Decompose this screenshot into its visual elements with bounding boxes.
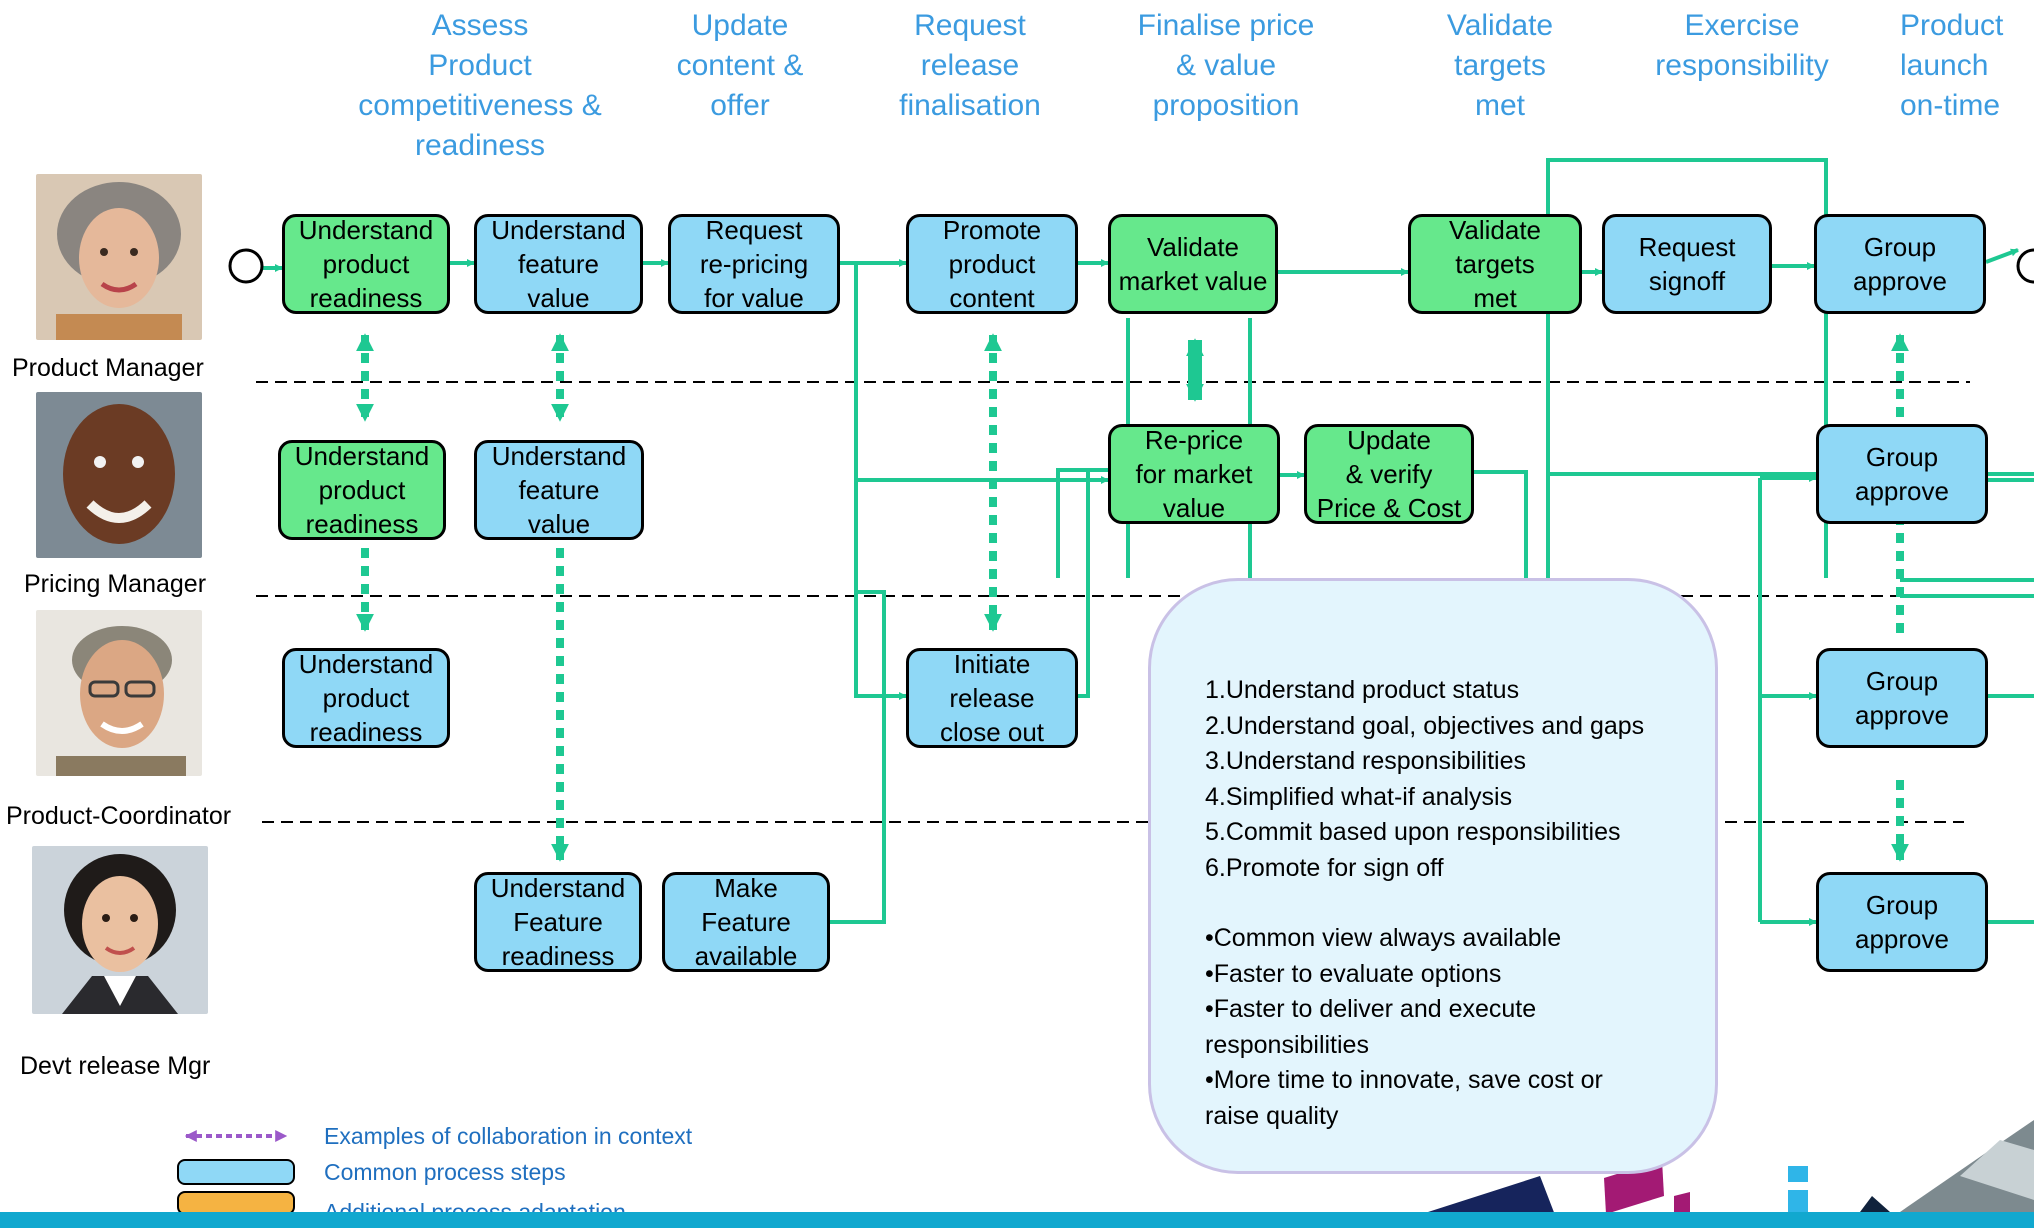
- step-pr-understand-product-readiness[interactable]: Understand product readiness: [278, 440, 446, 540]
- callout-bullet: •Common view always available: [1205, 924, 1562, 952]
- step-label: Understand product readiness: [298, 649, 434, 747]
- product-coordinator-avatar: [36, 610, 202, 776]
- lane-dividers: [256, 381, 1970, 823]
- step-dr-make-feature-available[interactable]: Make Feature available: [662, 872, 830, 972]
- step-pm-understand-product-readiness[interactable]: Understand product readiness: [282, 214, 450, 314]
- callout-item: 2.Understand goal, objectives and gaps: [1205, 711, 1645, 740]
- legend-adaptation-swatch: [177, 1191, 295, 1215]
- product-manager-avatar: [36, 174, 202, 340]
- phase-product-launch: Product launch on-time: [1900, 9, 2004, 122]
- legend-common-swatch: [177, 1159, 295, 1185]
- step-pm-request-repricing[interactable]: Request re-pricing for value: [668, 214, 840, 314]
- pricing-manager-avatar: [36, 392, 202, 558]
- step-label: Understand feature value: [491, 215, 626, 313]
- step-pm-understand-feature-value[interactable]: Understand feature value: [474, 214, 643, 314]
- callout-item: 6.Promote for sign off: [1205, 853, 1444, 882]
- step-pr-reprice-market-value[interactable]: Re-price for market value: [1108, 424, 1280, 524]
- phase-validate-targets: Validate targets met: [1446, 9, 1554, 122]
- flow-approve-to-end: [1985, 248, 2019, 264]
- start-event: [228, 248, 264, 284]
- step-label: Make Feature available: [694, 873, 798, 971]
- step-label: Re-price for market value: [1135, 425, 1253, 523]
- step-pm-validate-targets-met[interactable]: Validate targets met: [1408, 214, 1582, 314]
- role-devt-release-mgr: Devt release Mgr: [20, 1052, 211, 1080]
- callout-bullet: •Faster to deliver and execute responsib…: [1205, 995, 1537, 1059]
- phase-assess: Assess Product competitiveness & readine…: [358, 9, 602, 162]
- step-pr-group-approve[interactable]: Group approve: [1816, 424, 1988, 524]
- step-label: Initiate release close out: [939, 649, 1045, 747]
- step-label: Group approve: [1855, 666, 1949, 730]
- step-pm-group-approve[interactable]: Group approve: [1814, 214, 1986, 314]
- devt-release-mgr-avatar: [32, 846, 208, 1014]
- step-dr-group-approve[interactable]: Group approve: [1816, 872, 1988, 972]
- legend-swatches: [177, 1130, 295, 1215]
- phase-exercise-responsibility: Exercise responsibility: [1655, 9, 1829, 82]
- phase-update-content: Update content & offer: [676, 9, 804, 122]
- phase-finalise-price: Finalise price & value proposition: [1137, 9, 1315, 122]
- step-label: Understand feature value: [491, 441, 627, 539]
- callout-item: 4.Simplified what-if analysis: [1205, 782, 1513, 811]
- legend-collaboration: Examples of collaboration in context: [324, 1123, 693, 1149]
- legend-additional-adaptation: Additional process adaptation: [324, 1199, 626, 1212]
- step-label: Request re-pricing for value: [699, 215, 809, 313]
- flow-loop-top: [1546, 158, 1828, 578]
- step-pc-initiate-release-closeout[interactable]: Initiate release close out: [906, 648, 1078, 748]
- end-event: [2016, 248, 2034, 284]
- callout-bullet: •More time to innovate, save cost or rai…: [1205, 1066, 1603, 1130]
- flow-to-closeout: [854, 480, 907, 700]
- step-pc-understand-product-readiness[interactable]: Understand product readiness: [282, 648, 450, 748]
- step-pc-group-approve[interactable]: Group approve: [1816, 648, 1988, 748]
- step-label: Promote product content: [942, 215, 1042, 313]
- step-pr-update-verify-price-cost[interactable]: Update & verify Price & Cost: [1304, 424, 1474, 524]
- step-label: Understand Feature readiness: [490, 873, 626, 971]
- role-product-coordinator: Product-Coordinator: [6, 802, 232, 830]
- callout-bullet: •Faster to evaluate options: [1205, 959, 1502, 988]
- benefits-callout: 1.Understand product status 2.Understand…: [1148, 578, 1718, 1174]
- step-pm-validate-market-value[interactable]: Validate market value: [1108, 214, 1278, 314]
- flow-update-out: [1474, 470, 1528, 578]
- flow-bypass: [1900, 578, 2034, 598]
- step-pm-request-signoff[interactable]: Request signoff: [1602, 214, 1772, 314]
- step-label: Understand product readiness: [298, 215, 434, 313]
- phase-request-release: Request release finalisation: [899, 9, 1041, 122]
- callout-item: 3.Understand responsibilities: [1205, 747, 1527, 775]
- step-label: Request signoff: [1638, 232, 1736, 296]
- step-label: Validate market value: [1118, 232, 1268, 296]
- step-label: Group approve: [1855, 890, 1949, 954]
- step-dr-understand-feature-readiness[interactable]: Understand Feature readiness: [474, 872, 642, 972]
- legend-common-steps: Common process steps: [324, 1159, 566, 1185]
- step-label: Group approve: [1855, 442, 1949, 506]
- flow-closeout-to-reprice: [1056, 468, 1108, 698]
- callout-spacer: [1205, 886, 1671, 921]
- callout-item: 5.Commit based upon responsibilities: [1205, 818, 1621, 846]
- step-pm-promote-product-content[interactable]: Promote product content: [906, 214, 1078, 314]
- callout-item: 1.Understand product status: [1205, 676, 1520, 704]
- step-label: Update & verify Price & Cost: [1316, 425, 1462, 523]
- step-label: Understand product readiness: [294, 441, 430, 539]
- role-product-manager: Product Manager: [12, 354, 204, 382]
- role-pricing-manager: Pricing Manager: [24, 570, 207, 598]
- bottom-accent-bar: [0, 1212, 2034, 1228]
- flow-feature-available-to-closeout: [830, 590, 886, 924]
- step-pr-understand-feature-value[interactable]: Understand feature value: [474, 440, 644, 540]
- step-label: Validate targets met: [1448, 215, 1542, 313]
- step-label: Group approve: [1853, 232, 1947, 296]
